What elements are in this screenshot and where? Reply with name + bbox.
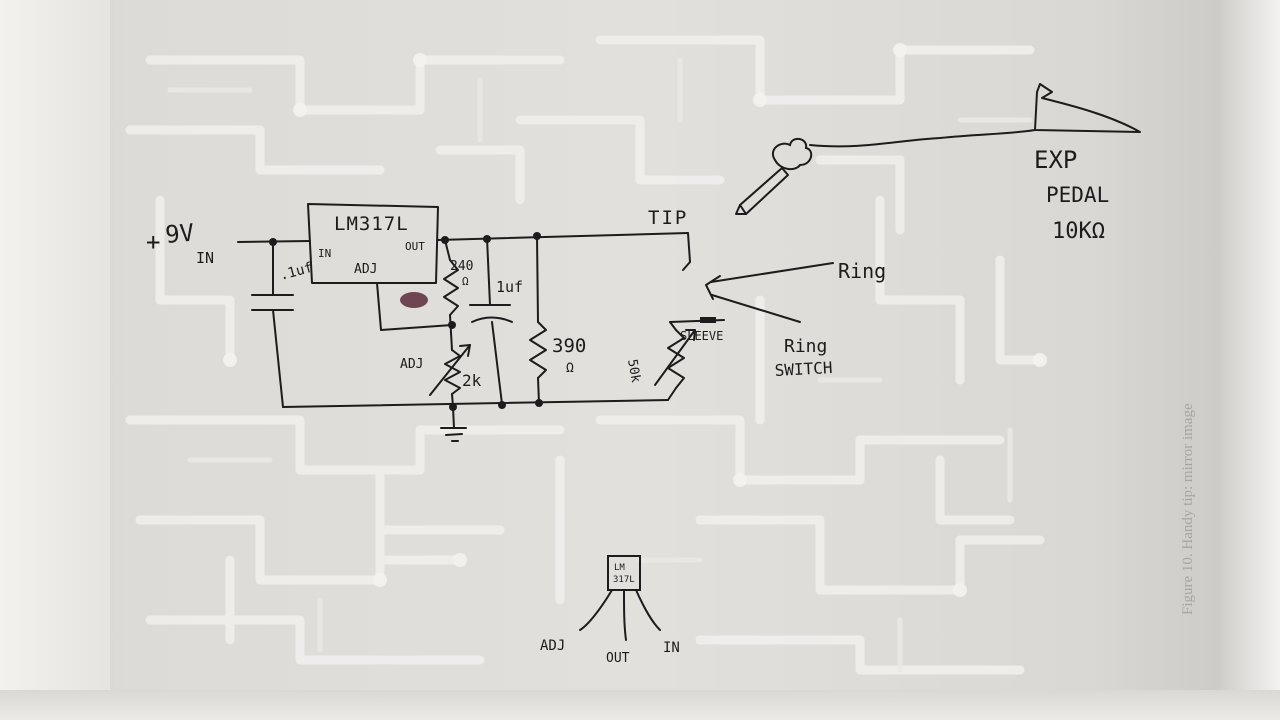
wire-pot-50k-ground [667, 387, 677, 401]
label-pot-2k-prefix: ADJ [400, 357, 423, 372]
pot-2k-arrow [429, 344, 471, 396]
exp-pedal-cable [809, 129, 1036, 148]
wire-adj-loop [376, 282, 453, 331]
page-margin-left [0, 0, 110, 720]
wire-ground-rail [282, 399, 669, 408]
page-margin-bottom [0, 690, 1280, 720]
junction-dot [441, 236, 449, 244]
cap-1uf-plate-2 [471, 316, 513, 323]
junction-dot [498, 401, 506, 409]
label-pot-50k: 50k [624, 358, 643, 384]
exp-pedal-body [1034, 83, 1141, 133]
junction-dot [449, 403, 457, 411]
pot-2k-arrowhead [459, 344, 471, 357]
label-pin-out: OUT [606, 651, 630, 666]
label-sleeve: SLEEVE [680, 329, 723, 343]
junction-dot [483, 235, 491, 243]
sleeve-contact-block [700, 317, 716, 323]
label-pin-adj: ADJ [540, 638, 565, 654]
label-exp-3: 10KΩ [1052, 219, 1105, 244]
junction-dot [448, 321, 456, 329]
wire-res-390-bottom [537, 377, 540, 404]
ring-switch-contact [711, 294, 801, 323]
pot-50k-arrowhead [685, 329, 696, 341]
label-regulator: LM317L [334, 213, 409, 235]
pot-50k-zigzag [667, 329, 685, 389]
exp-pedal-plug [739, 167, 789, 215]
scribbled-out-mark [400, 292, 428, 308]
label-cap-in: .1uf [278, 260, 315, 284]
exp-pedal-plug-tip [735, 204, 747, 215]
wire-res-390-top [536, 235, 539, 323]
label-reg-out: OUT [405, 240, 425, 253]
label-res-240-unit: Ω [462, 275, 469, 288]
label-res-390: 390 [552, 335, 586, 357]
wire-cap-in-ground [272, 309, 284, 408]
pinout-leg-out [623, 589, 627, 641]
ground-bar-2 [445, 433, 463, 436]
label-supply-plus: + [146, 228, 160, 256]
label-pinout-part-1: LM [614, 563, 625, 573]
regulator-box [307, 203, 439, 284]
exp-pedal-plug-boot [771, 137, 813, 171]
junction-dot [533, 232, 541, 240]
wire-cap-1uf [486, 237, 491, 306]
wire-output-rail [437, 232, 689, 241]
label-tip: TIP [648, 207, 688, 229]
label-ring-switch-2: SWITCH [774, 358, 833, 380]
label-res-390-unit: Ω [566, 361, 574, 376]
label-pot-2k: 2k [462, 371, 482, 390]
pinout-leg-adj [579, 589, 613, 631]
label-ring: Ring [838, 259, 886, 283]
res-390-zigzag [529, 321, 547, 379]
label-pinout-part-2: 317L [613, 575, 635, 585]
pinout-leg-in [635, 589, 661, 631]
label-pin-in: IN [663, 640, 680, 656]
label-reg-in: IN [318, 247, 331, 260]
pot-50k-arrow [654, 329, 696, 386]
label-ring-switch-1: Ring [784, 336, 827, 357]
junction-dot [535, 399, 543, 407]
res-240-zigzag [443, 259, 459, 316]
wire-cap-1uf-ground [491, 321, 503, 405]
res-240-lead-bottom [449, 314, 453, 351]
ring-contact-tip [705, 275, 721, 300]
label-res-240: 240 [450, 259, 473, 274]
label-exp-1: EXP [1034, 146, 1077, 174]
pot-50k-lead-top [669, 321, 677, 331]
label-supply-in: IN [196, 249, 214, 267]
pinout-package [607, 555, 641, 591]
label-reg-adj: ADJ [354, 262, 377, 277]
label-supply-9v: 9V [164, 219, 195, 249]
wire-tip-lead [682, 232, 691, 271]
page-margin-right [1220, 0, 1280, 720]
ring-contact [710, 262, 834, 283]
label-cap-1uf: 1uf [496, 278, 523, 296]
junction-dot [269, 238, 277, 246]
label-exp-2: PEDAL [1046, 183, 1109, 207]
